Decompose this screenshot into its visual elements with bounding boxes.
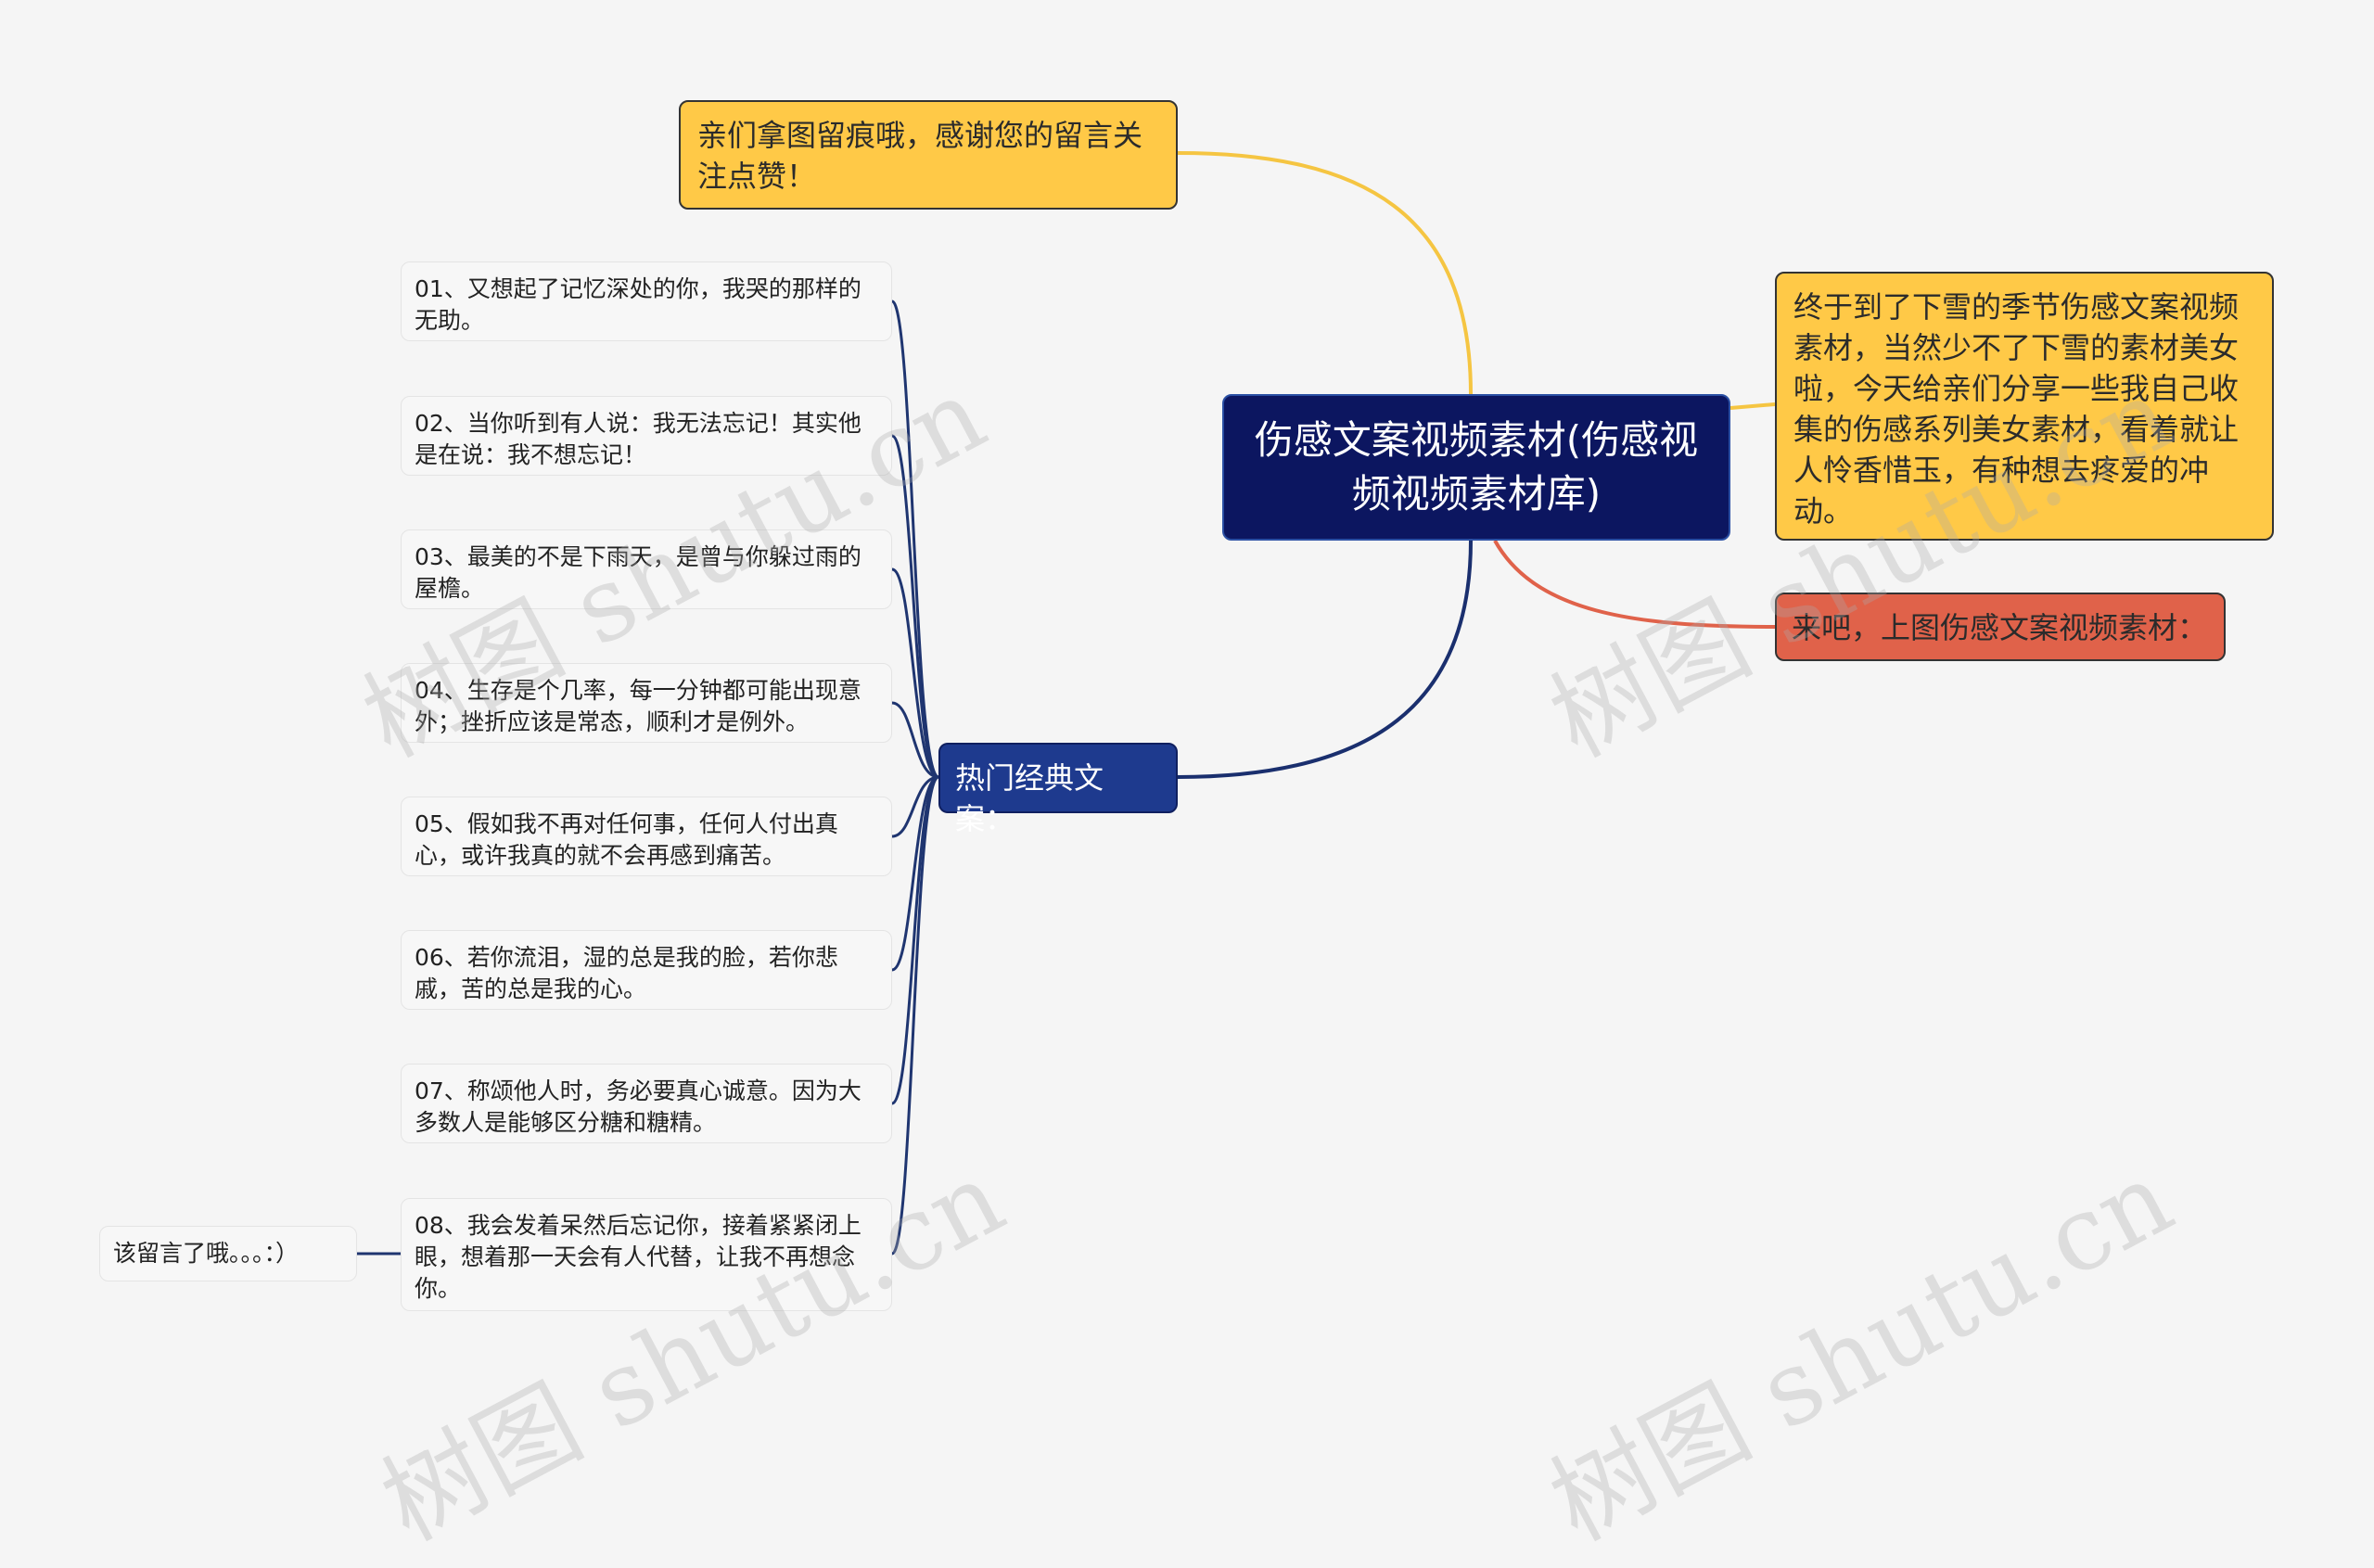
hot-item-5[interactable]: 05、假如我不再对任何事，任何人付出真心，或许我真的就不会再感到痛苦。	[401, 797, 892, 876]
top-note[interactable]: 亲们拿图留痕哦，感谢您的留言关注点赞！	[679, 100, 1178, 210]
intro-note-text: 终于到了下雪的季节伤感文案视频素材，当然少不了下雪的素材美女啦，今天给亲们分享一…	[1793, 289, 2240, 529]
hot-item-text: 04、生存是个几率，每一分钟都可能出现意外；挫折应该是常态，顺利才是例外。	[415, 677, 862, 735]
link-root-to-top-note	[1177, 151, 1473, 395]
intro-note[interactable]: 终于到了下雪的季节伤感文案视频素材，当然少不了下雪的素材美女啦，今天给亲们分享一…	[1775, 272, 2274, 541]
hot-item-text: 08、我会发着呆然后忘记你，接着紧紧闭上眼，想着那一天会有人代替，让我不再想念你…	[415, 1212, 862, 1302]
hot-item-7[interactable]: 07、称颂他人时，务必要真心诚意。因为大多数人是能够区分糖和糖精。	[401, 1064, 892, 1143]
hot-item-text: 01、又想起了记忆深处的你，我哭的那样的无助。	[415, 275, 862, 334]
link-root-to-hot-branch	[1177, 540, 1473, 779]
hot-item-text: 05、假如我不再对任何事，任何人付出真心，或许我真的就不会再感到痛苦。	[415, 810, 838, 869]
image-note-text: 来吧，上图伤感文案视频素材：	[1792, 610, 2208, 645]
hot-item-text: 07、称颂他人时，务必要真心诚意。因为大多数人是能够区分糖和糖精。	[415, 1077, 862, 1136]
mind-map-canvas: 伤感文案视频素材(伤感视频视频素材库) 亲们拿图留痕哦，感谢您的留言关注点赞！ …	[99, 100, 2274, 1563]
top-note-text: 亲们拿图留痕哦，感谢您的留言关注点赞！	[697, 118, 1143, 194]
link-hot-to-item-8	[890, 775, 940, 1256]
hot-item-4[interactable]: 04、生存是个几率，每一分钟都可能出现意外；挫折应该是常态，顺利才是例外。	[401, 663, 892, 743]
hot-branch-label: 热门经典文案：	[955, 760, 1104, 836]
link-hot-to-item-6	[891, 775, 939, 972]
root-topic[interactable]: 伤感文案视频素材(伤感视频视频素材库)	[1222, 394, 1730, 541]
connector-lines	[357, 151, 1776, 1256]
link-hot-to-item-5	[891, 775, 939, 838]
link-hot-to-item-7	[891, 775, 939, 1105]
link-hot-to-item-1	[890, 300, 940, 779]
image-note[interactable]: 来吧，上图伤感文案视频素材：	[1775, 593, 2226, 661]
hot-item-text: 02、当你听到有人说：我无法忘记！其实他是在说：我不想忘记！	[415, 410, 862, 468]
hot-item-6[interactable]: 06、若你流泪，湿的总是我的脸，若你悲戚，苦的总是我的心。	[401, 930, 892, 1010]
hot-item-text: 06、若你流泪，湿的总是我的脸，若你悲戚，苦的总是我的心。	[415, 944, 838, 1002]
root-topic-text: 伤感文案视频素材(伤感视频视频素材库)	[1254, 417, 1699, 516]
item-8-child-text: 该留言了哦。。。：）	[113, 1240, 300, 1267]
link-root-to-intro-note	[1729, 402, 1776, 410]
hot-item-text: 03、最美的不是下雨天，是曾与你躲过雨的屋檐。	[415, 543, 862, 602]
hot-item-2[interactable]: 02、当你听到有人说：我无法忘记！其实他是在说：我不想忘记！	[401, 396, 892, 476]
hot-item-3[interactable]: 03、最美的不是下雨天，是曾与你躲过雨的屋檐。	[401, 529, 892, 609]
hot-item-8[interactable]: 08、我会发着呆然后忘记你，接着紧紧闭上眼，想着那一天会有人代替，让我不再想念你…	[401, 1198, 892, 1311]
hot-branch[interactable]: 热门经典文案：	[938, 743, 1178, 836]
link-hot-to-item-2	[890, 434, 939, 779]
hot-item-1[interactable]: 01、又想起了记忆深处的你，我哭的那样的无助。	[401, 261, 892, 341]
item-8-child[interactable]: 该留言了哦。。。：）	[99, 1226, 357, 1281]
link-hot-to-item-3	[891, 567, 939, 779]
link-root-to-image-note	[1493, 540, 1776, 629]
link-hot-to-item-4	[891, 701, 939, 779]
